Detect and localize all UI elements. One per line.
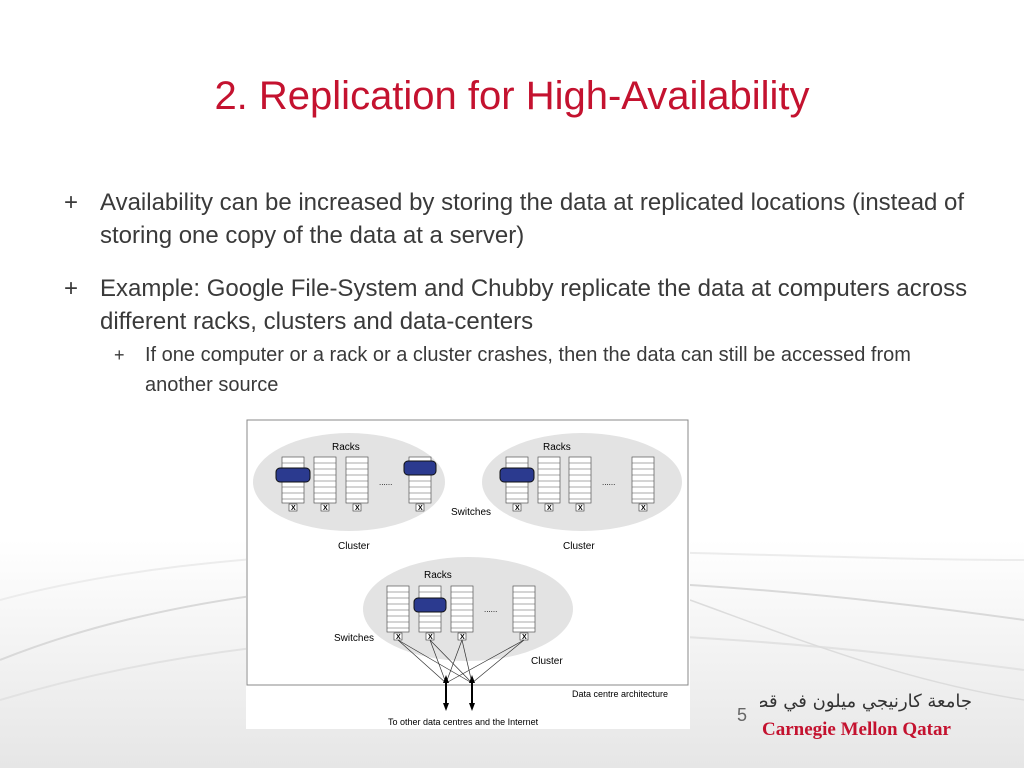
cluster-label: Cluster [531, 656, 563, 667]
diagram-footer-note: To other data centres and the Internet [388, 717, 539, 727]
switch-x: X [460, 634, 465, 641]
bullet-list: + Availability can be increased by stori… [60, 186, 980, 400]
switches-label: Switches [334, 633, 374, 644]
cluster-label: Cluster [563, 541, 595, 552]
sub-bullet-text: If one computer or a rack or a cluster c… [145, 344, 911, 396]
switch-x: X [428, 634, 433, 641]
diagram-caption: Data centre architecture [572, 689, 668, 699]
server-highlight [275, 467, 311, 483]
sub-bullet-marker: + [114, 345, 125, 365]
switch-row: X X X X [512, 503, 648, 512]
racks-label: Racks [424, 570, 452, 581]
switches-label: Switches [451, 507, 491, 518]
rack [568, 456, 592, 504]
rack [631, 456, 655, 504]
bullet-marker: + [64, 275, 79, 302]
switch-x: X [355, 505, 360, 512]
racks-label: Racks [332, 442, 360, 453]
switch-x: X [641, 505, 646, 512]
racks-label: Racks [543, 442, 571, 453]
switch-row: X X X X [393, 632, 529, 641]
uplink-arrows [443, 675, 475, 711]
bullet-text: Example: Google File-System and Chubby r… [100, 275, 968, 335]
switch-x: X [418, 505, 423, 512]
ellipsis-label: ...... [379, 478, 392, 487]
rack [313, 456, 337, 504]
server-highlight [413, 597, 447, 613]
switch-x: X [515, 505, 520, 512]
switch-x: X [323, 505, 328, 512]
switch-row: X X X X [288, 503, 425, 512]
slide-number: 5 [737, 705, 748, 725]
ellipsis-label: ...... [602, 478, 615, 487]
logo-english-text: Carnegie Mellon Qatar [762, 719, 951, 740]
switch-x: X [522, 634, 527, 641]
rack [537, 456, 561, 504]
bullet-marker: + [64, 189, 79, 216]
uplink-lines [397, 639, 525, 684]
rack [450, 585, 474, 633]
cmu-qatar-logo: جامعة كارنيجي ميلون في قطر Carnegie Mell… [760, 691, 972, 740]
logo-arabic-text: جامعة كارنيجي ميلون في قطر [760, 691, 972, 712]
slide-title: 2. Replication for High-Availability [214, 74, 810, 118]
rack [512, 585, 536, 633]
switch-x: X [291, 505, 296, 512]
data-centre-diagram: Racks Cluster ...... Racks Cluster .....… [246, 419, 690, 729]
bullet-item: + Example: Google File-System and Chubby… [60, 272, 980, 338]
rack [386, 585, 410, 633]
ellipsis-label: ...... [484, 605, 497, 614]
switch-x: X [396, 634, 401, 641]
switch-x: X [578, 505, 583, 512]
cluster-label: Cluster [338, 541, 370, 552]
server-highlight [499, 467, 535, 483]
switch-x: X [547, 505, 552, 512]
server-highlight [403, 460, 437, 476]
bullet-item: + Availability can be increased by stori… [60, 186, 980, 252]
rack [345, 456, 369, 504]
sub-bullet-item: + If one computer or a rack or a cluster… [60, 340, 980, 400]
bullet-text: Availability can be increased by storing… [100, 189, 965, 249]
